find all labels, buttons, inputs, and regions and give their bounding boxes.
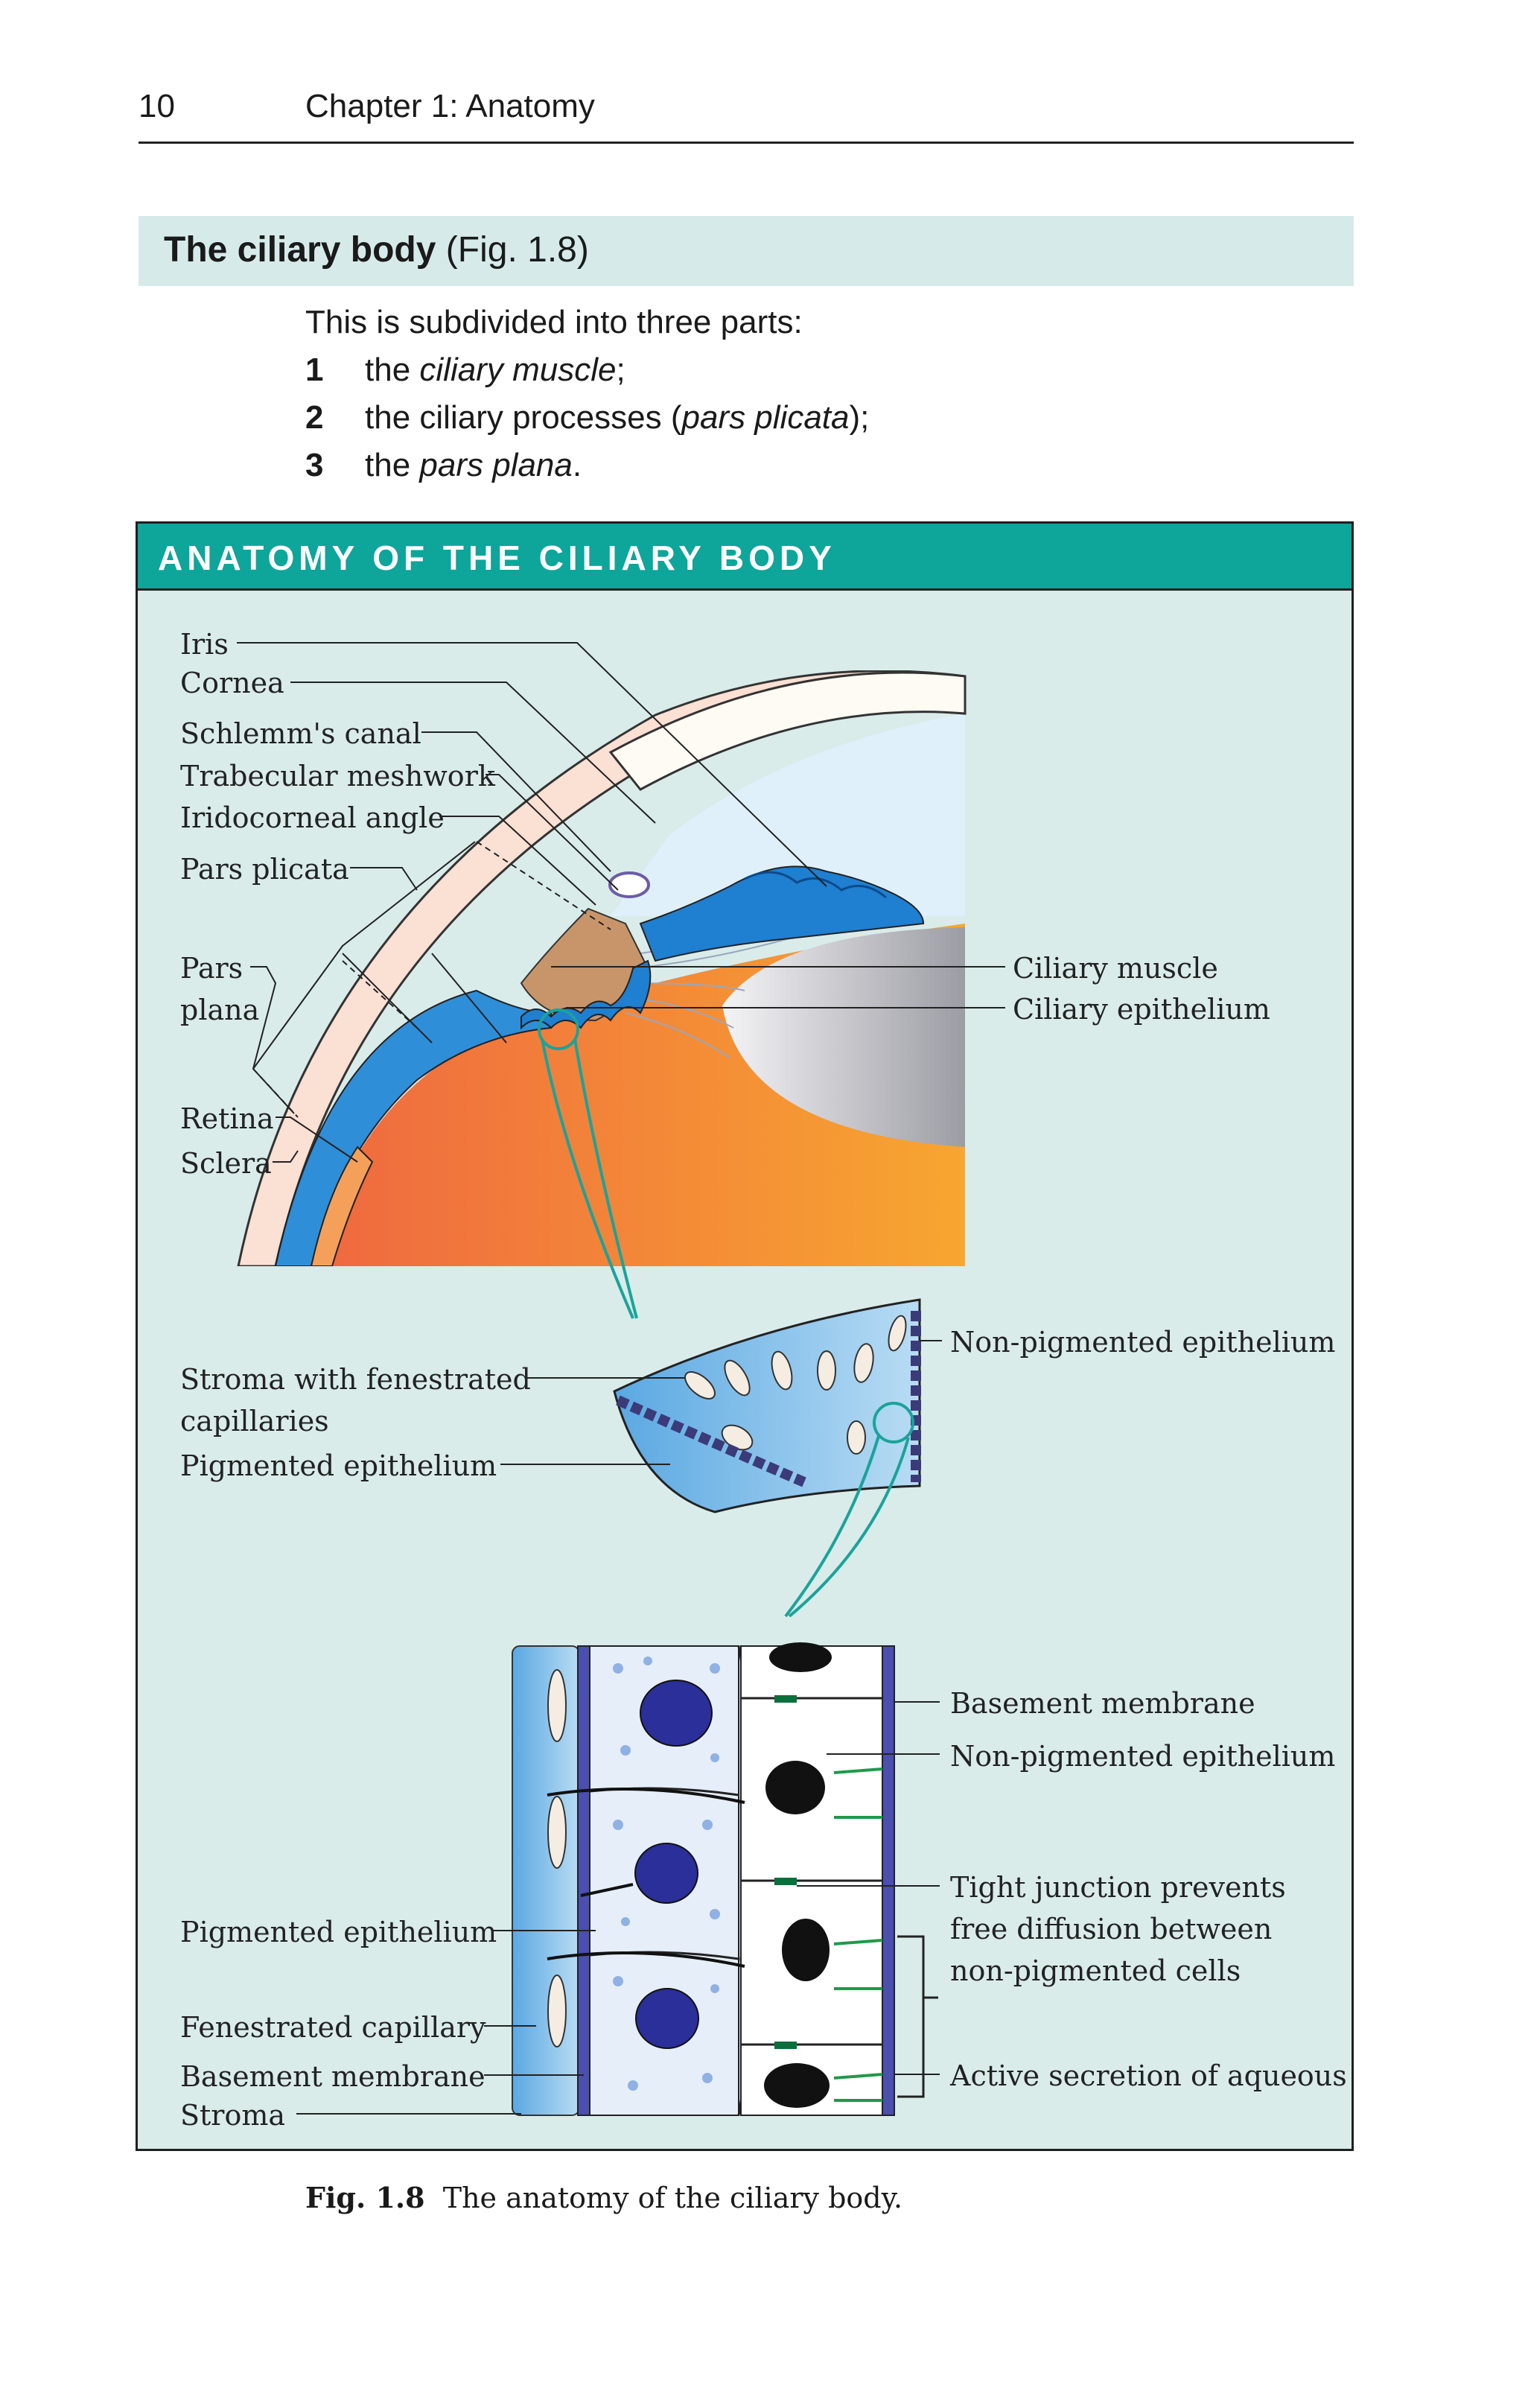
list-text-emphasis: ciliary muscle [419, 352, 617, 388]
list-number: 2 [305, 399, 324, 436]
caption-label: Fig. 1.8 [305, 2181, 425, 2214]
fenestrated-capillaries [547, 1669, 567, 2048]
ciliary-processes [520, 959, 652, 1030]
process-stroma [613, 1298, 921, 1513]
list-text-post: ; [616, 352, 625, 388]
list-number: 3 [305, 447, 324, 483]
cornea [608, 671, 967, 791]
section-title: The ciliary body (Fig. 1.8) [164, 229, 589, 270]
zoom-cone-2 [784, 1435, 910, 1618]
list-text-emphasis: pars plana [419, 447, 573, 483]
label-fenestrated-capillary: Fenestrated capillary [180, 2011, 486, 2044]
list-text: the ciliary processes (pars plicata); [365, 399, 869, 436]
anterior-chamber [611, 714, 965, 916]
capillary-ellipses [684, 1315, 907, 1455]
label-tight-junction-line3: non-pigmented cells [950, 1954, 1241, 1987]
label-iris: Iris [180, 628, 229, 661]
stroma-strip [512, 1645, 580, 2116]
label-non-pigmented-epithelium-2: Non-pigmented epithelium [950, 1740, 1336, 1773]
list-number: 1 [305, 352, 324, 388]
zoom-circle [538, 1008, 579, 1050]
pigmented-nuclei [634, 1680, 713, 2049]
label-cornea: Cornea [180, 667, 284, 699]
label-ciliary-muscle: Ciliary muscle [1013, 952, 1218, 985]
running-head: Chapter 1: Anatomy [305, 88, 595, 124]
label-non-pigmented-epithelium: Non-pigmented epithelium [950, 1326, 1336, 1359]
label-iridocorneal-angle: Iridocorneal angle [180, 801, 445, 834]
list-text: the pars plana. [365, 447, 582, 484]
label-tight-junction-line2: free diffusion between [950, 1913, 1273, 1945]
figure-header-bar [138, 524, 1352, 591]
section-band [139, 216, 1354, 286]
label-basement-membrane-right: Basement membrane [950, 1687, 1255, 1720]
leader-lines [237, 642, 1005, 2115]
label-sclera: Sclera [180, 1147, 272, 1180]
figure-caption: Fig. 1.8 The anatomy of the ciliary body… [305, 2181, 902, 2214]
epithelium-layers [512, 1642, 938, 2116]
basement-membrane-right [882, 1645, 895, 2116]
page-number: 10 [139, 88, 175, 124]
label-retina: Retina [180, 1102, 274, 1135]
header-rule [139, 142, 1354, 144]
transport-arrows [547, 1788, 745, 1968]
label-stroma-line1: Stroma with fenestrated [180, 1363, 531, 1396]
label-basement-membrane-left: Basement membrane [180, 2060, 485, 2093]
secretion-arrows [833, 1767, 883, 2102]
list-text-pre: the [365, 352, 420, 388]
zoom-cone-1 [541, 1038, 638, 1319]
section-figure-ref: (Fig. 1.8) [445, 230, 589, 270]
list-text-pre: the ciliary processes ( [365, 399, 682, 436]
label-schlemms-canal: Schlemm's canal [180, 717, 421, 750]
intro-text: This is subdivided into three parts: [305, 304, 803, 340]
zoom-circle-2 [873, 1402, 914, 1443]
non-pigmented-nuclei [764, 1642, 832, 2108]
ciliary-process [613, 1298, 921, 1618]
label-stroma: Stroma [180, 2099, 286, 2132]
label-stroma-line2: capillaries [180, 1405, 329, 1438]
label-pigmented-epithelium-2: Pigmented epithelium [180, 1916, 497, 1948]
label-tight-junction-line1: Tight junction prevents [950, 1871, 1286, 1904]
list-text-emphasis: pars plicata [681, 399, 850, 436]
list-text-pre: the [365, 447, 420, 483]
section-title-text: The ciliary body [164, 230, 436, 270]
label-active-secretion: Active secretion of aqueous [950, 2059, 1347, 2092]
label-trabecular-meshwork: Trabecular meshwork [180, 760, 495, 792]
pigment-granules [613, 1656, 720, 2091]
label-plana: plana [180, 994, 260, 1026]
list-text-post: ); [849, 399, 870, 436]
caption-text: The anatomy of the ciliary body. [442, 2182, 903, 2214]
eye-section [237, 670, 967, 1266]
figure-title: ANATOMY OF THE CILIARY BODY [158, 539, 836, 577]
list-text-post: . [572, 447, 582, 483]
label-pars-plicata: Pars plicata [180, 853, 349, 886]
pigmented-epithelium-cells [616, 1311, 921, 1487]
tight-junctions [774, 1695, 797, 2049]
label-pars: Pars [180, 952, 243, 985]
basement-membrane-left [577, 1645, 590, 2116]
lens [722, 927, 965, 1147]
iris [639, 865, 925, 962]
ciliary-muscle [520, 907, 649, 1022]
label-pigmented-epithelium: Pigmented epithelium [180, 1449, 497, 1482]
retina-stripe [310, 1146, 374, 1266]
list-text: the ciliary muscle; [365, 352, 625, 389]
np-cell-borders [741, 1697, 882, 2046]
dashed-leaders [252, 841, 611, 1118]
secretion-bracket [897, 1935, 938, 2098]
label-ciliary-epithelium: Ciliary epithelium [1013, 993, 1270, 1026]
schlemms-canal [608, 871, 650, 898]
